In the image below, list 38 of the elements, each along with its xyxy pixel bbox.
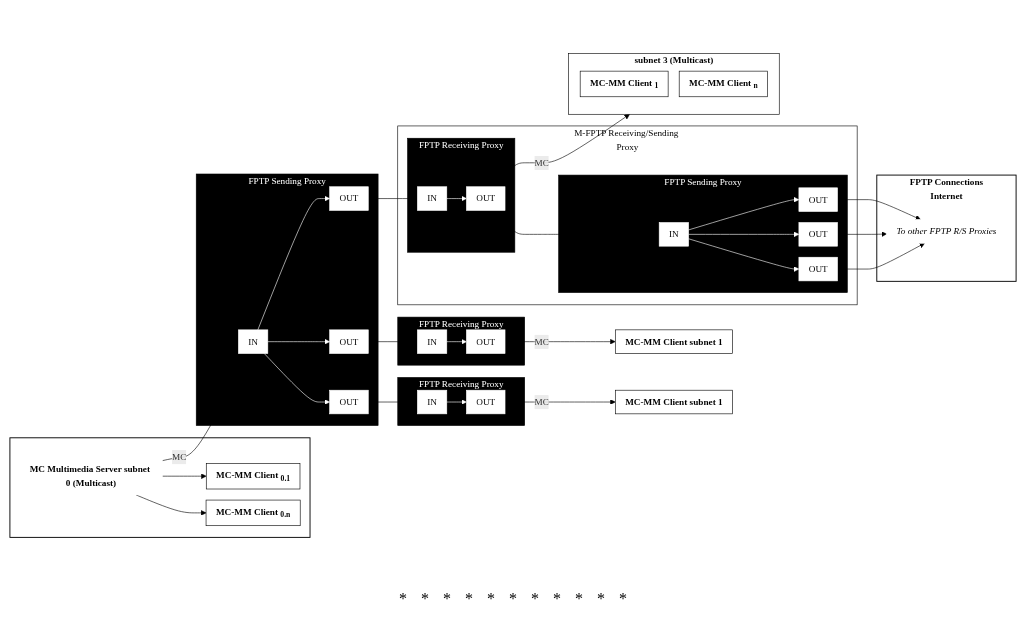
ellipsis-mark: *	[575, 590, 583, 608]
node-box: IN	[238, 329, 269, 354]
ellipsis-mark: *	[487, 590, 495, 608]
ellipsis-mark: *	[531, 590, 539, 608]
node-box: IN	[417, 329, 448, 354]
node-box: MC-MM Client $_{0.n}$	[205, 499, 301, 526]
node-box: IN	[417, 185, 448, 211]
node-box: IN	[658, 221, 689, 246]
edge-label: MC	[172, 451, 187, 462]
node-box: OUT	[466, 185, 506, 211]
cluster	[9, 436, 311, 538]
node-box: MC-MM Client subnet 1	[615, 329, 733, 354]
node-box: IN	[417, 389, 448, 414]
node-box: OUT	[466, 389, 506, 414]
ellipsis-mark: *	[553, 590, 561, 608]
ellipsis-mark: *	[443, 590, 451, 608]
ellipsis-mark: *	[597, 590, 605, 608]
node-box: OUT	[798, 187, 838, 212]
node-box: MC-MM Client $_{n}$	[678, 70, 768, 97]
edge-label: MC	[534, 157, 549, 168]
ellipsis-mark: *	[619, 590, 627, 608]
node-text: MC Multimedia Server subnet 0 (Multicast)	[29, 463, 151, 488]
node-box: OUT	[798, 256, 838, 281]
node-box: MC-MM Client subnet 1	[615, 389, 733, 414]
ellipsis-mark: *	[399, 590, 407, 608]
node-box: OUT	[798, 221, 838, 246]
node-box: OUT	[466, 329, 506, 354]
node-box: OUT	[329, 185, 369, 211]
ellipsis-mark: *	[465, 590, 473, 608]
edge-label: MC	[534, 396, 549, 407]
node-box: OUT	[329, 389, 369, 414]
edge-label: MC	[534, 336, 549, 346]
ellipsis-mark: *	[421, 590, 429, 608]
node-box: MC-MM Client $_{1}$	[579, 70, 669, 97]
node-box: MC-MM Client $_{0.1}$	[205, 462, 301, 489]
node-box: OUT	[329, 329, 369, 354]
ellipsis-mark: *	[509, 590, 517, 608]
node-text: To other FPTP R/S Proxies	[896, 225, 997, 236]
